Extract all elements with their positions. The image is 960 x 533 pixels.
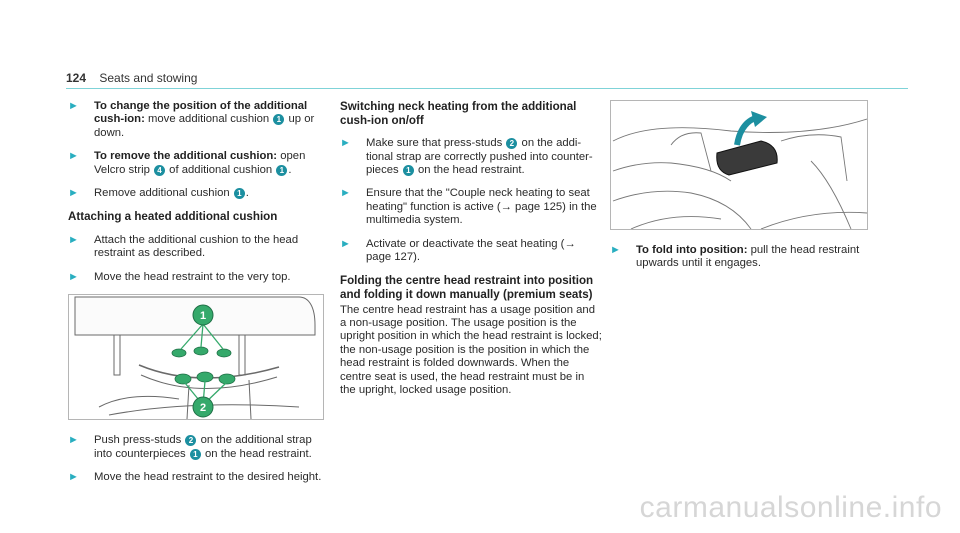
- step-change-position: ► To change the position of the addition…: [68, 100, 328, 140]
- arrow-icon: ►: [340, 237, 351, 250]
- arrow-icon: ►: [610, 244, 621, 256]
- step-check-studs: ► Make sure that press-studs 2 on the ad…: [340, 137, 602, 177]
- step-move-height: ► Move the head restraint to the desired…: [68, 471, 328, 484]
- subheading-attaching: Attaching a heated additional cushion: [68, 210, 278, 224]
- callout-1: 1: [189, 448, 201, 460]
- step-text: on the head restraint.: [417, 164, 525, 176]
- svg-text:1: 1: [200, 310, 206, 322]
- callout-4: 4: [154, 164, 166, 176]
- step-bold-label: To change the position of the additional…: [94, 100, 308, 126]
- step-bold-label: To remove the additional cushion:: [94, 150, 278, 163]
- step-text: Push press-studs: [94, 434, 182, 447]
- step-text: pull the head restraint upwards until it…: [636, 244, 860, 270]
- arrow-icon: ►: [68, 471, 79, 484]
- column-3: ► To fold into position: pull the head r…: [610, 100, 872, 281]
- callout-1: 1: [273, 114, 285, 126]
- watermark: carmanualsonline.info: [639, 491, 942, 524]
- page-header: 124 Seats and stowing: [66, 71, 197, 85]
- step-text: .: [288, 163, 292, 176]
- section-title: Seats and stowing: [99, 71, 198, 85]
- step-text: up or down.: [94, 113, 315, 139]
- step-fold-into-position: ► To fold into position: pull the head r…: [610, 244, 872, 271]
- subheading-neck-heating: Switching neck heating from the addition…: [340, 100, 577, 127]
- callout-2: 2: [185, 435, 197, 447]
- callout-1: 1: [233, 188, 245, 200]
- arrow-icon: ►: [68, 270, 79, 283]
- step-text: Activate or deactivate the seat heating …: [366, 237, 576, 264]
- step-text: Attach the additional cushion to the hea…: [94, 234, 299, 260]
- column-1: ► To change the position of the addition…: [68, 100, 328, 494]
- callout-2: 2: [506, 138, 518, 150]
- step-remove-additional: ► Remove additional cushion 1.: [68, 187, 328, 200]
- step-remove-cushion: ► To remove the additional cushion: open…: [68, 150, 328, 177]
- header-rule: [66, 88, 908, 89]
- step-text: on the addi-tional strap are correctly p…: [366, 137, 593, 176]
- step-text: .: [245, 187, 249, 200]
- step-text: move additional cushion: [147, 113, 270, 126]
- step-attach: ► Attach the additional cushion to the h…: [68, 234, 328, 261]
- arrow-icon: ►: [68, 100, 79, 112]
- illustration-fold-restraint: [610, 100, 868, 230]
- callout-1: 1: [276, 164, 288, 176]
- step-text: Move the head restraint to the desired h…: [94, 471, 322, 484]
- paragraph-centre-restraint: The centre head restraint has a usage po…: [340, 303, 602, 397]
- arrow-icon: ►: [340, 187, 351, 200]
- page-number: 124: [66, 71, 87, 85]
- arrow-icon: ►: [68, 187, 79, 200]
- step-text: Ensure that the "Couple neck heating to …: [366, 187, 597, 227]
- step-bold-label: To fold into position:: [636, 244, 748, 256]
- step-seat-heating: ► Activate or deactivate the seat heatin…: [340, 238, 602, 265]
- column-2: Switching neck heating from the addition…: [340, 100, 602, 397]
- arrow-icon: ►: [340, 137, 351, 150]
- step-text: Move the head restraint to the very top.: [94, 270, 291, 283]
- svg-text:2: 2: [200, 402, 206, 414]
- arrow-icon: ►: [68, 150, 79, 163]
- illustration-press-studs: 1 2: [68, 294, 324, 421]
- step-move-top: ► Move the head restraint to the very to…: [68, 271, 328, 284]
- step-text: Make sure that press-studs: [366, 137, 503, 150]
- step-text: Remove additional cushion: [94, 187, 230, 200]
- step-push-studs: ► Push press-studs 2 on the additional s…: [68, 434, 328, 461]
- subheading-centre-restraint: Folding the centre head restraint into p…: [340, 274, 594, 302]
- step-text: of additional cushion: [169, 163, 273, 176]
- step-text: open Velcro strip: [94, 150, 306, 176]
- step-text: on the additional strap into counterpiec…: [94, 434, 312, 460]
- step-text: on the head restraint.: [204, 447, 312, 460]
- step-couple-function: ► Ensure that the "Couple neck heating t…: [340, 187, 602, 227]
- arrow-icon: ►: [68, 434, 79, 447]
- callout-1: 1: [402, 165, 414, 176]
- arrow-icon: ►: [68, 234, 79, 247]
